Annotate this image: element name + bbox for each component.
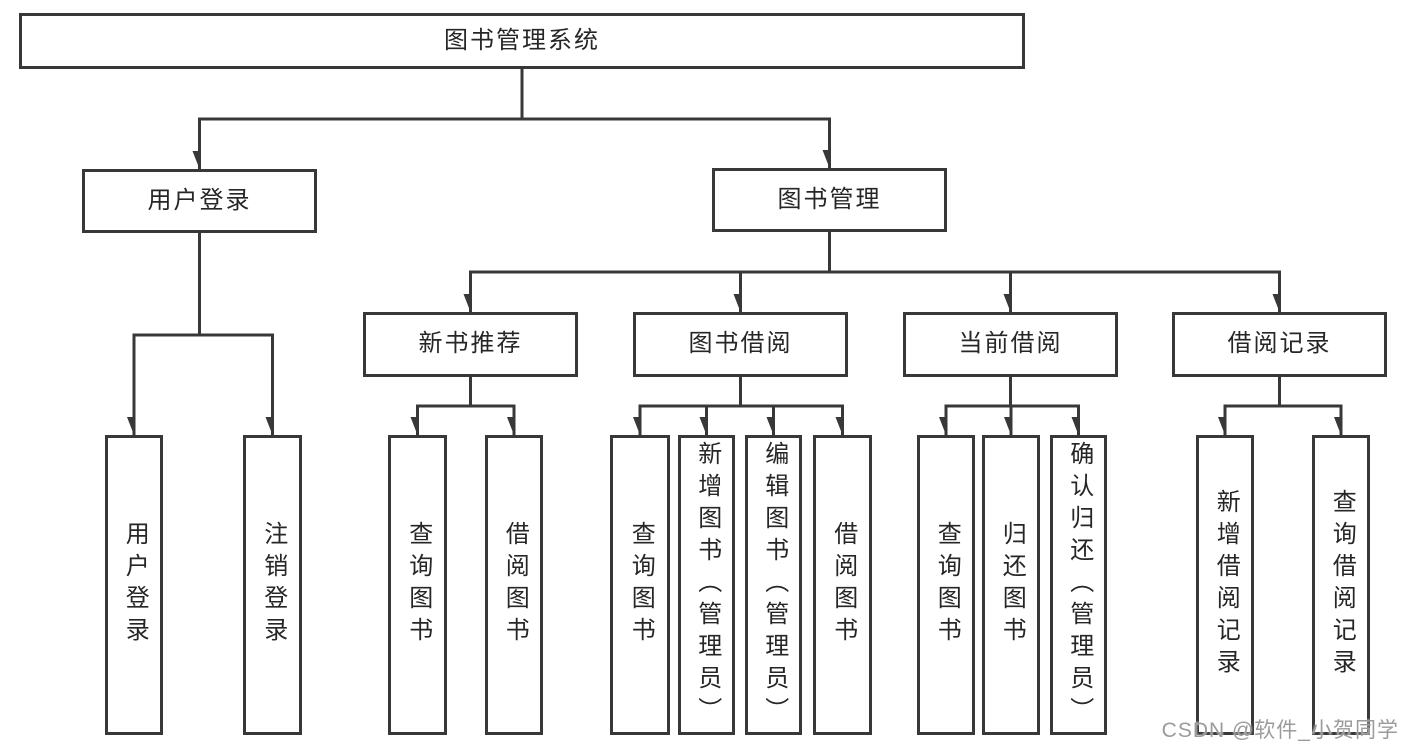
node-cb-query: 查询图书: [917, 435, 975, 735]
node-label: 新增图书（管理员）: [693, 441, 721, 729]
node-borrow-record: 借阅记录: [1172, 312, 1387, 377]
node-label: 查询图书: [404, 521, 432, 649]
edge-book-borrow: [639, 375, 844, 435]
node-bb-borrow: 借阅图书: [813, 435, 872, 735]
node-label: 新增借阅记录: [1212, 489, 1240, 681]
node-cb-confirm: 确认归还（管理员）: [1050, 435, 1107, 735]
node-book-mgmt: 图书管理: [712, 168, 947, 232]
node-new-book-rec: 新书推荐: [363, 312, 578, 377]
node-leaf-logout: 注销登录: [243, 435, 302, 735]
node-label: 图书管理: [777, 185, 882, 213]
node-label: 图书管理系统: [444, 26, 600, 54]
node-root: 图书管理系统: [19, 13, 1025, 69]
edge-current-borrow: [945, 375, 1080, 435]
node-label: 注销登录: [259, 521, 287, 649]
node-cb-return: 归还图书: [982, 435, 1040, 735]
edge-root: [198, 67, 831, 169]
node-label: 查询图书: [933, 521, 961, 649]
node-label: 用户登录: [147, 186, 252, 214]
node-label: 图书借阅: [688, 330, 793, 358]
node-label: 用户登录: [121, 521, 149, 649]
edge-borrow-record: [1224, 375, 1343, 435]
node-label: 借阅图书: [829, 521, 857, 649]
node-user-login: 用户登录: [82, 169, 317, 233]
node-leaf-user-login: 用户登录: [105, 435, 163, 735]
csdn-watermark: CSDN @软件_小贺同学: [1162, 714, 1399, 744]
edge-user-login: [133, 231, 274, 435]
edge-book-mgmt: [469, 230, 1281, 312]
node-bb-edit: 编辑图书（管理员）: [745, 435, 802, 735]
node-nb-query: 查询图书: [388, 435, 447, 735]
edge-new-book-rec: [416, 375, 516, 435]
node-label: 查询图书: [627, 521, 655, 649]
node-br-query: 查询借阅记录: [1312, 435, 1370, 735]
node-label: 新书推荐: [418, 330, 523, 358]
node-label: 当前借阅: [958, 330, 1063, 358]
node-label: 借阅图书: [501, 521, 529, 649]
node-book-borrow: 图书借阅: [633, 312, 848, 377]
node-label: 确认归还（管理员）: [1065, 441, 1093, 729]
node-label: 归还图书: [998, 521, 1026, 649]
node-nb-borrow: 借阅图书: [485, 435, 543, 735]
node-bb-add: 新增图书（管理员）: [678, 435, 735, 735]
node-label: 编辑图书（管理员）: [760, 441, 788, 729]
node-label: 查询借阅记录: [1328, 489, 1356, 681]
node-current-borrow: 当前借阅: [903, 312, 1118, 377]
node-bb-query: 查询图书: [610, 435, 670, 735]
csdn-watermark-text: CSDN @软件_小贺同学: [1161, 719, 1399, 742]
node-br-add: 新增借阅记录: [1196, 435, 1254, 735]
node-label: 借阅记录: [1227, 330, 1332, 358]
